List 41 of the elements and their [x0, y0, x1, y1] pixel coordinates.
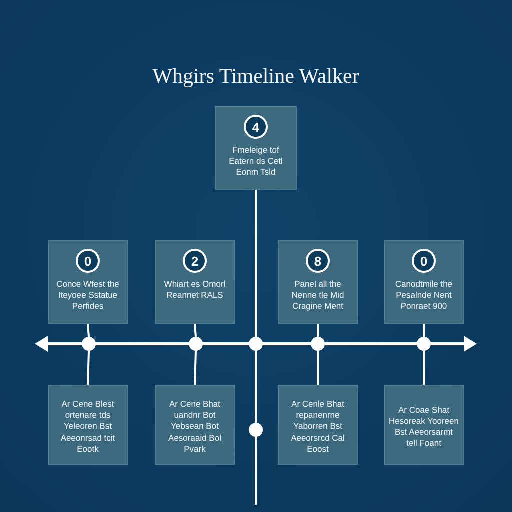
event-text: Ar Cene Blest ortenare tds Yeleoren Bst Aeeonrsad tcit Eootk — [60, 399, 116, 455]
event-card — [384, 385, 464, 465]
connector-line — [194, 350, 197, 386]
timeline-dot — [311, 337, 325, 351]
title: Whgirs Timeline Walker — [152, 64, 360, 89]
timeline-dot — [417, 337, 431, 351]
event-card — [278, 385, 358, 465]
event-card — [155, 385, 235, 465]
event-text: Whiart es Omorl Reannet RALS — [163, 279, 227, 302]
event-text: Panel all the Nenne tle Mid Cragine Ment — [290, 279, 346, 312]
step-number: 4 — [244, 115, 268, 139]
event-text: Ar Cenle Bhat repanenrne Yaborren Bst Aeeorsrcd Cal Eoost — [290, 399, 346, 455]
event-card — [48, 385, 128, 465]
timeline-dot — [82, 337, 96, 351]
event-text: Conce Wfest the Iteyoee Sstatue Perfides — [56, 279, 120, 312]
connector-line — [317, 351, 319, 385]
connector-line — [423, 351, 425, 385]
event-text: Ar Cene Bhat uandnr Bot Yebsean Bot Aesoraaid Bol Pvark — [168, 399, 222, 455]
connector-line — [423, 324, 425, 337]
connector-line — [317, 324, 319, 337]
timeline-dot — [249, 337, 263, 351]
step-number: 0 — [412, 249, 436, 273]
event-text: Ar Coae Shat Hesoreak Yooreen Bst Aeeorsarmt tell Foant — [389, 404, 459, 450]
event-card — [48, 240, 128, 324]
event-text: Fmeleige tof Eatern ds Cetl Eonm Tsld — [228, 145, 284, 178]
event-card — [278, 240, 358, 324]
connector-line — [255, 190, 257, 337]
step-number: 0 — [76, 249, 100, 273]
connector-line — [255, 437, 257, 505]
connector-line — [255, 351, 257, 423]
event-card — [384, 240, 464, 324]
event-card — [155, 240, 235, 324]
connector-line — [87, 324, 90, 338]
step-number: 2 — [183, 249, 207, 273]
connector-line — [87, 350, 90, 386]
timeline-dot — [249, 423, 263, 437]
step-number: 8 — [306, 249, 330, 273]
event-text: Canodtmile the Pesalnde Nent Ponraet 900 — [394, 279, 454, 312]
event-card — [215, 106, 297, 190]
timeline-dot — [189, 337, 203, 351]
connector-line — [194, 324, 197, 338]
